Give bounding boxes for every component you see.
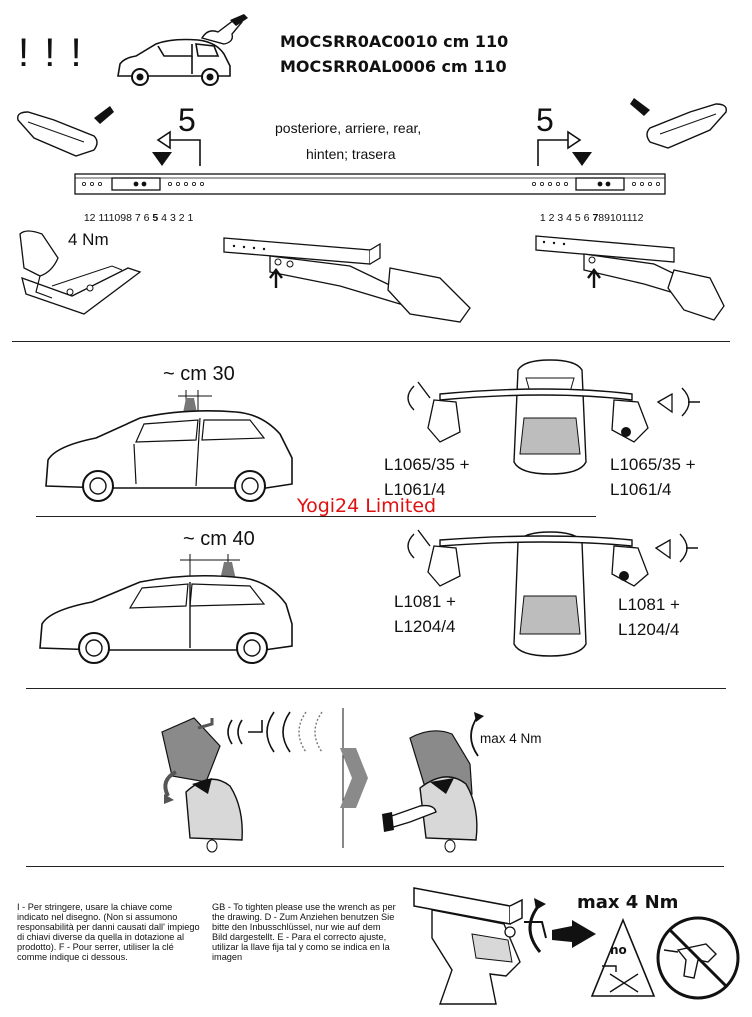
bar-hole (563, 181, 568, 186)
scale-label: 8 (598, 212, 605, 225)
instruction-text-left: I - Per stringere, usare la chiave come … (17, 902, 200, 962)
scale-label: 2 (548, 212, 555, 225)
bar-hole (184, 181, 189, 186)
no-wrench-warning-sign (590, 917, 656, 997)
scale-label: 7 (134, 212, 141, 225)
bar-hole (555, 181, 560, 186)
bar-hole (176, 181, 181, 186)
car-top-view-2 (407, 529, 698, 657)
scale-label: 9 (604, 212, 610, 225)
car-side-top-illustration (45, 390, 293, 502)
step-number-left: 5 (178, 102, 196, 138)
scale-label: 3 (169, 212, 176, 225)
scale-label: 4 (566, 212, 572, 225)
scale-label: 6 (583, 212, 590, 225)
scale-label: 9 (120, 212, 127, 225)
cover-close-illustration (382, 712, 484, 853)
step-arrow-left-icon (152, 130, 201, 166)
scale-right: 1 2 3 4 5 6 789101112 (534, 200, 644, 225)
bar-hole (640, 181, 645, 186)
no-drill-prohibited-icon (656, 916, 740, 1000)
bar-hole (81, 181, 86, 186)
bar-hole (547, 181, 552, 186)
scale-label: 4 (161, 212, 168, 225)
position-text-2: hinten; trasera (306, 146, 396, 162)
bar-hole (648, 181, 653, 186)
scale-label: 8 (126, 212, 132, 225)
foot-left-illustration (17, 106, 114, 157)
kit-top-left-2: L1061/4 (384, 480, 446, 499)
kit-bottom-left-1: L1081 + (394, 592, 456, 611)
warning-exclamations: ! ! ! (18, 31, 84, 75)
position-text-1: posteriore, arriere, rear, (275, 120, 422, 136)
bar-hole (168, 181, 173, 186)
footer-max-torque: max 4 Nm (577, 892, 679, 913)
scale-label: 2 (178, 212, 185, 225)
kit-bottom-right-2: L1204/4 (618, 620, 680, 639)
vertical-divider (342, 708, 344, 848)
foot-right-illustration (630, 98, 727, 149)
watermark: Yogi24 Limited (297, 495, 437, 517)
foot-bar-detail-2 (535, 235, 725, 321)
model-code-1: MOCSRR0AC0010 cm 110 (280, 32, 509, 51)
scale-label: 1 (187, 212, 194, 225)
kit-top-right-1: L1065/35 + (610, 455, 696, 474)
bar-bolt (597, 181, 603, 187)
divider-2 (26, 688, 726, 689)
scale-label: 10 (108, 212, 121, 225)
model-code-2: MOCSRR0AL0006 cm 110 (280, 57, 507, 76)
kit-bottom-left-2: L1204/4 (394, 617, 456, 636)
step-number-right: 5 (536, 102, 554, 138)
divider-mid (36, 516, 596, 517)
bar-hole (539, 181, 544, 186)
no-label: no (610, 943, 627, 957)
scale-label-selected: 5 (152, 212, 159, 225)
bar-hole (89, 181, 94, 186)
distance-label-bottom: ~ cm 40 (183, 528, 255, 550)
scale-label-selected: 7 (592, 212, 599, 225)
bar-hole (200, 181, 205, 186)
kit-top-left-1: L1065/35 + (384, 455, 470, 474)
next-step-arrow-icon (340, 748, 368, 808)
bar-hole (192, 181, 197, 186)
scale-label: 11 (621, 212, 632, 225)
scale-left: 12 111098 7 6 5 4 3 2 1 (78, 200, 193, 224)
step-arrow-right-icon (537, 130, 592, 166)
bar-hole (656, 181, 661, 186)
scale-label: 3 (557, 212, 564, 225)
car-hand-illustration (117, 14, 248, 86)
scale-label: 11 (98, 212, 109, 225)
instruction-text-right: GB - To tighten please use the wrench as… (212, 902, 396, 962)
cover-open-illustration (161, 711, 323, 853)
bar-bolt (133, 181, 139, 187)
max-torque-label: max 4 Nm (480, 731, 542, 746)
scale-label: 12 (631, 212, 644, 225)
kit-top-right-2: L1061/4 (610, 480, 672, 499)
bar-hole (531, 181, 536, 186)
hand-torque-illustration (19, 230, 142, 315)
scale-label: 12 (83, 212, 96, 225)
divider-3 (26, 866, 724, 867)
bar-hole (97, 181, 102, 186)
bar-foot-wrench-illustration (413, 887, 596, 1005)
roof-bar-drawing (74, 173, 666, 195)
scale-label: 5 (574, 212, 581, 225)
foot-bar-detail-1 (223, 237, 471, 323)
kit-bottom-right-1: L1081 + (618, 595, 680, 614)
torque-label: 4 Nm (68, 230, 109, 249)
scale-label: 10 (609, 212, 622, 225)
car-top-view-1 (407, 359, 700, 475)
divider-1 (12, 341, 730, 342)
bar-bolt (605, 181, 611, 187)
scale-label: 1 (539, 212, 546, 225)
bar-bolt (141, 181, 147, 187)
scale-label: 6 (143, 212, 150, 225)
car-side-bottom-illustration (39, 554, 293, 664)
bar-hole (632, 181, 637, 186)
distance-label-top: ~ cm 30 (163, 363, 235, 385)
